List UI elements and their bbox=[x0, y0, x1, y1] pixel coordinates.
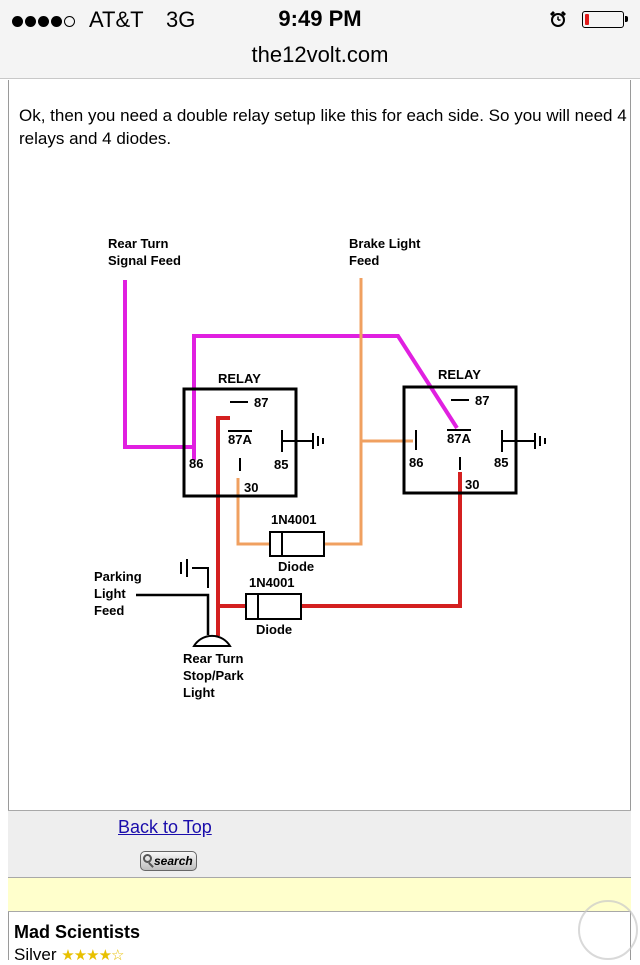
bulb-ground-icon bbox=[180, 559, 188, 577]
carrier-name: AT&T bbox=[89, 7, 144, 32]
parking-light-feed-wire bbox=[136, 593, 210, 635]
post-frame bbox=[8, 80, 631, 960]
signal-dot bbox=[51, 16, 62, 27]
bottom-diode-name-label: Diode bbox=[256, 622, 292, 637]
the12volt-watermark-icon bbox=[578, 900, 638, 960]
signal-dot bbox=[25, 16, 36, 27]
rear-turn-feed-label: Rear Turn bbox=[108, 236, 168, 251]
brake-feed-wire bbox=[324, 278, 363, 546]
right-relay-pin-85: 85 bbox=[494, 455, 508, 470]
right-relay-pin-87a: 87A bbox=[447, 431, 471, 446]
left-relay-pin-87a: 87A bbox=[228, 432, 252, 447]
brake-feed-label-2: Feed bbox=[349, 253, 379, 268]
bottom-diode-part-label: 1N4001 bbox=[249, 575, 295, 590]
turn-signal-feed-wire bbox=[123, 280, 193, 449]
left-relay-pin-87: 87 bbox=[254, 395, 268, 410]
alarm-clock-icon bbox=[550, 11, 566, 27]
post-separator-bar bbox=[8, 878, 631, 912]
bulb-label: Rear Turn bbox=[183, 651, 243, 666]
left-relay-pin-30: 30 bbox=[244, 480, 258, 495]
search-button-label: search bbox=[154, 854, 193, 868]
top-diode-part-label: 1N4001 bbox=[271, 512, 317, 527]
left-relay-87a-output-wire bbox=[216, 416, 230, 636]
brake-feed-label: Brake Light bbox=[349, 236, 421, 251]
search-button[interactable]: search bbox=[140, 851, 197, 871]
status-time: 9:49 PM bbox=[278, 6, 362, 31]
top-diode-icon bbox=[269, 531, 325, 557]
left-relay-label: RELAY bbox=[218, 371, 261, 386]
right-relay-ground-icon bbox=[501, 430, 546, 452]
magnifier-icon bbox=[143, 854, 152, 863]
right-relay-pin-86: 86 bbox=[409, 455, 423, 470]
bulb-label-2: Stop/Park bbox=[183, 668, 244, 683]
bulb-label-3: Light bbox=[183, 685, 215, 700]
post-username[interactable]: Mad Scientists bbox=[14, 922, 141, 942]
magnifier-handle bbox=[148, 862, 154, 868]
battery-icon bbox=[582, 11, 628, 28]
right-relay-pin-87: 87 bbox=[475, 393, 489, 408]
post-action-bar bbox=[8, 810, 631, 878]
user-rank: Silver ★★★★☆ bbox=[14, 945, 125, 965]
signal-dot bbox=[38, 16, 49, 27]
post-intro-text: Ok, then you need a double relay setup l… bbox=[19, 106, 627, 148]
signal-dot bbox=[12, 16, 23, 27]
battery-fill bbox=[585, 14, 590, 25]
parking-feed-label-2: Light bbox=[94, 586, 126, 601]
bottom-diode-icon bbox=[245, 593, 302, 620]
bulb-ground-wire bbox=[192, 567, 209, 588]
user-rank-label: Silver bbox=[14, 945, 57, 964]
right-relay-30-output-wire bbox=[301, 472, 462, 608]
parking-feed-label: Parking bbox=[94, 569, 142, 584]
rear-turn-feed-label-2: Signal Feed bbox=[108, 253, 181, 268]
turn-signal-to-right-relay-wire bbox=[192, 334, 459, 460]
address-bar[interactable]: the12volt.com bbox=[0, 38, 640, 79]
signal-strength-icon bbox=[12, 14, 77, 32]
battery-nub bbox=[625, 16, 628, 22]
left-relay-pin-86: 86 bbox=[189, 456, 203, 471]
left-relay-box bbox=[182, 387, 298, 498]
relay-wiring-diagram: RELAY 87 87A 30 86 85 RELAY 87 87A 30 86… bbox=[94, 236, 546, 700]
back-to-top-link[interactable]: Back to Top bbox=[118, 817, 212, 837]
left-relay-pin-85: 85 bbox=[274, 457, 288, 472]
status-bar: AT&T 3G 9:49 PM bbox=[0, 0, 640, 40]
network-type: 3G bbox=[166, 7, 196, 32]
top-diode-name-label: Diode bbox=[278, 559, 314, 574]
right-relay-label: RELAY bbox=[438, 367, 481, 382]
page-url[interactable]: the12volt.com bbox=[251, 42, 389, 67]
rank-stars-icon: ★★★★☆ bbox=[61, 947, 124, 964]
left-relay-ground-icon bbox=[281, 430, 324, 452]
right-relay-pin-30: 30 bbox=[465, 477, 479, 492]
parking-feed-label-3: Feed bbox=[94, 603, 124, 618]
signal-dot bbox=[64, 16, 75, 27]
bulb-icon bbox=[192, 634, 232, 647]
left-relay-30-to-diode-wire bbox=[236, 478, 270, 546]
